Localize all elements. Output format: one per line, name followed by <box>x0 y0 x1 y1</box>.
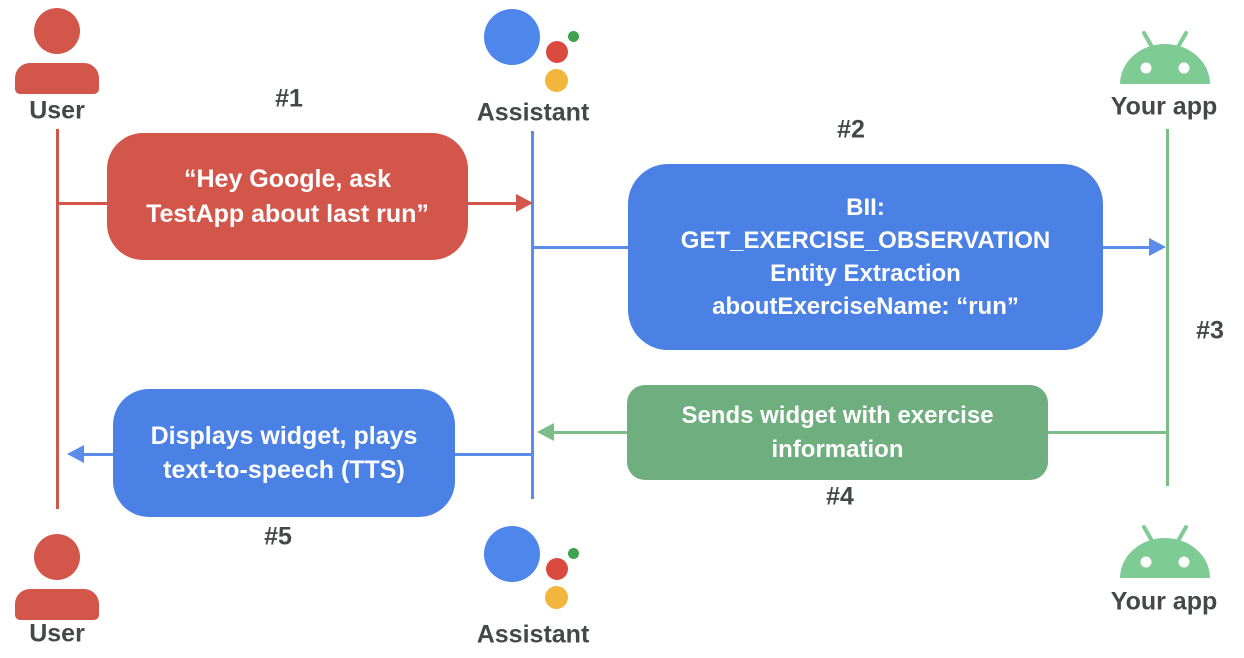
user-torso-shape <box>15 589 99 620</box>
user-head-shape <box>34 8 80 54</box>
user-icon <box>15 8 99 94</box>
assistant-red-circle <box>546 558 568 580</box>
android-icon-bottom <box>1120 525 1210 578</box>
step1-message-box: “Hey Google, ask TestApp about last run” <box>107 133 468 260</box>
assistant-label-top: Assistant <box>476 98 590 127</box>
step5-message-box: Displays widget, plays text-to-speech (T… <box>113 389 455 517</box>
app-lifeline <box>1166 129 1169 486</box>
step4-arrowhead-icon <box>537 423 554 441</box>
step2-arrowhead-icon <box>1149 238 1166 256</box>
assistant-lifeline <box>531 131 534 499</box>
user-label-bottom: User <box>29 619 85 648</box>
assistant-icon <box>484 9 589 94</box>
step3-label: #3 <box>1196 316 1224 345</box>
assistant-label-bottom: Assistant <box>476 620 590 649</box>
user-lifeline <box>56 129 59 509</box>
assistant-icon-bottom <box>484 526 589 611</box>
assistant-blue-circle <box>484 526 540 582</box>
assistant-green-dot <box>568 548 579 559</box>
step2-label: #2 <box>837 115 865 144</box>
app-label-top: Your app <box>1110 92 1218 121</box>
assistant-red-circle <box>546 41 568 63</box>
user-head-shape <box>34 534 80 580</box>
step4-message-box: Sends widget with exercise information <box>627 385 1048 480</box>
assistant-green-dot <box>568 31 579 42</box>
step4-label: #4 <box>826 482 854 511</box>
user-torso-shape <box>15 63 99 94</box>
user-icon-bottom <box>15 534 99 620</box>
step1-label: #1 <box>275 84 303 113</box>
step5-label: #5 <box>264 522 292 551</box>
step2-message-box: BII: GET_EXERCISE_OBSERVATION Entity Ext… <box>628 164 1103 350</box>
assistant-blue-circle <box>484 9 540 65</box>
android-icon <box>1120 31 1210 84</box>
user-label-top: User <box>29 96 85 125</box>
step1-arrowhead-icon <box>516 194 533 212</box>
assistant-yellow-circle <box>545 69 568 92</box>
step5-arrowhead-icon <box>67 445 84 463</box>
app-label-bottom: Your app <box>1110 587 1218 616</box>
assistant-yellow-circle <box>545 586 568 609</box>
